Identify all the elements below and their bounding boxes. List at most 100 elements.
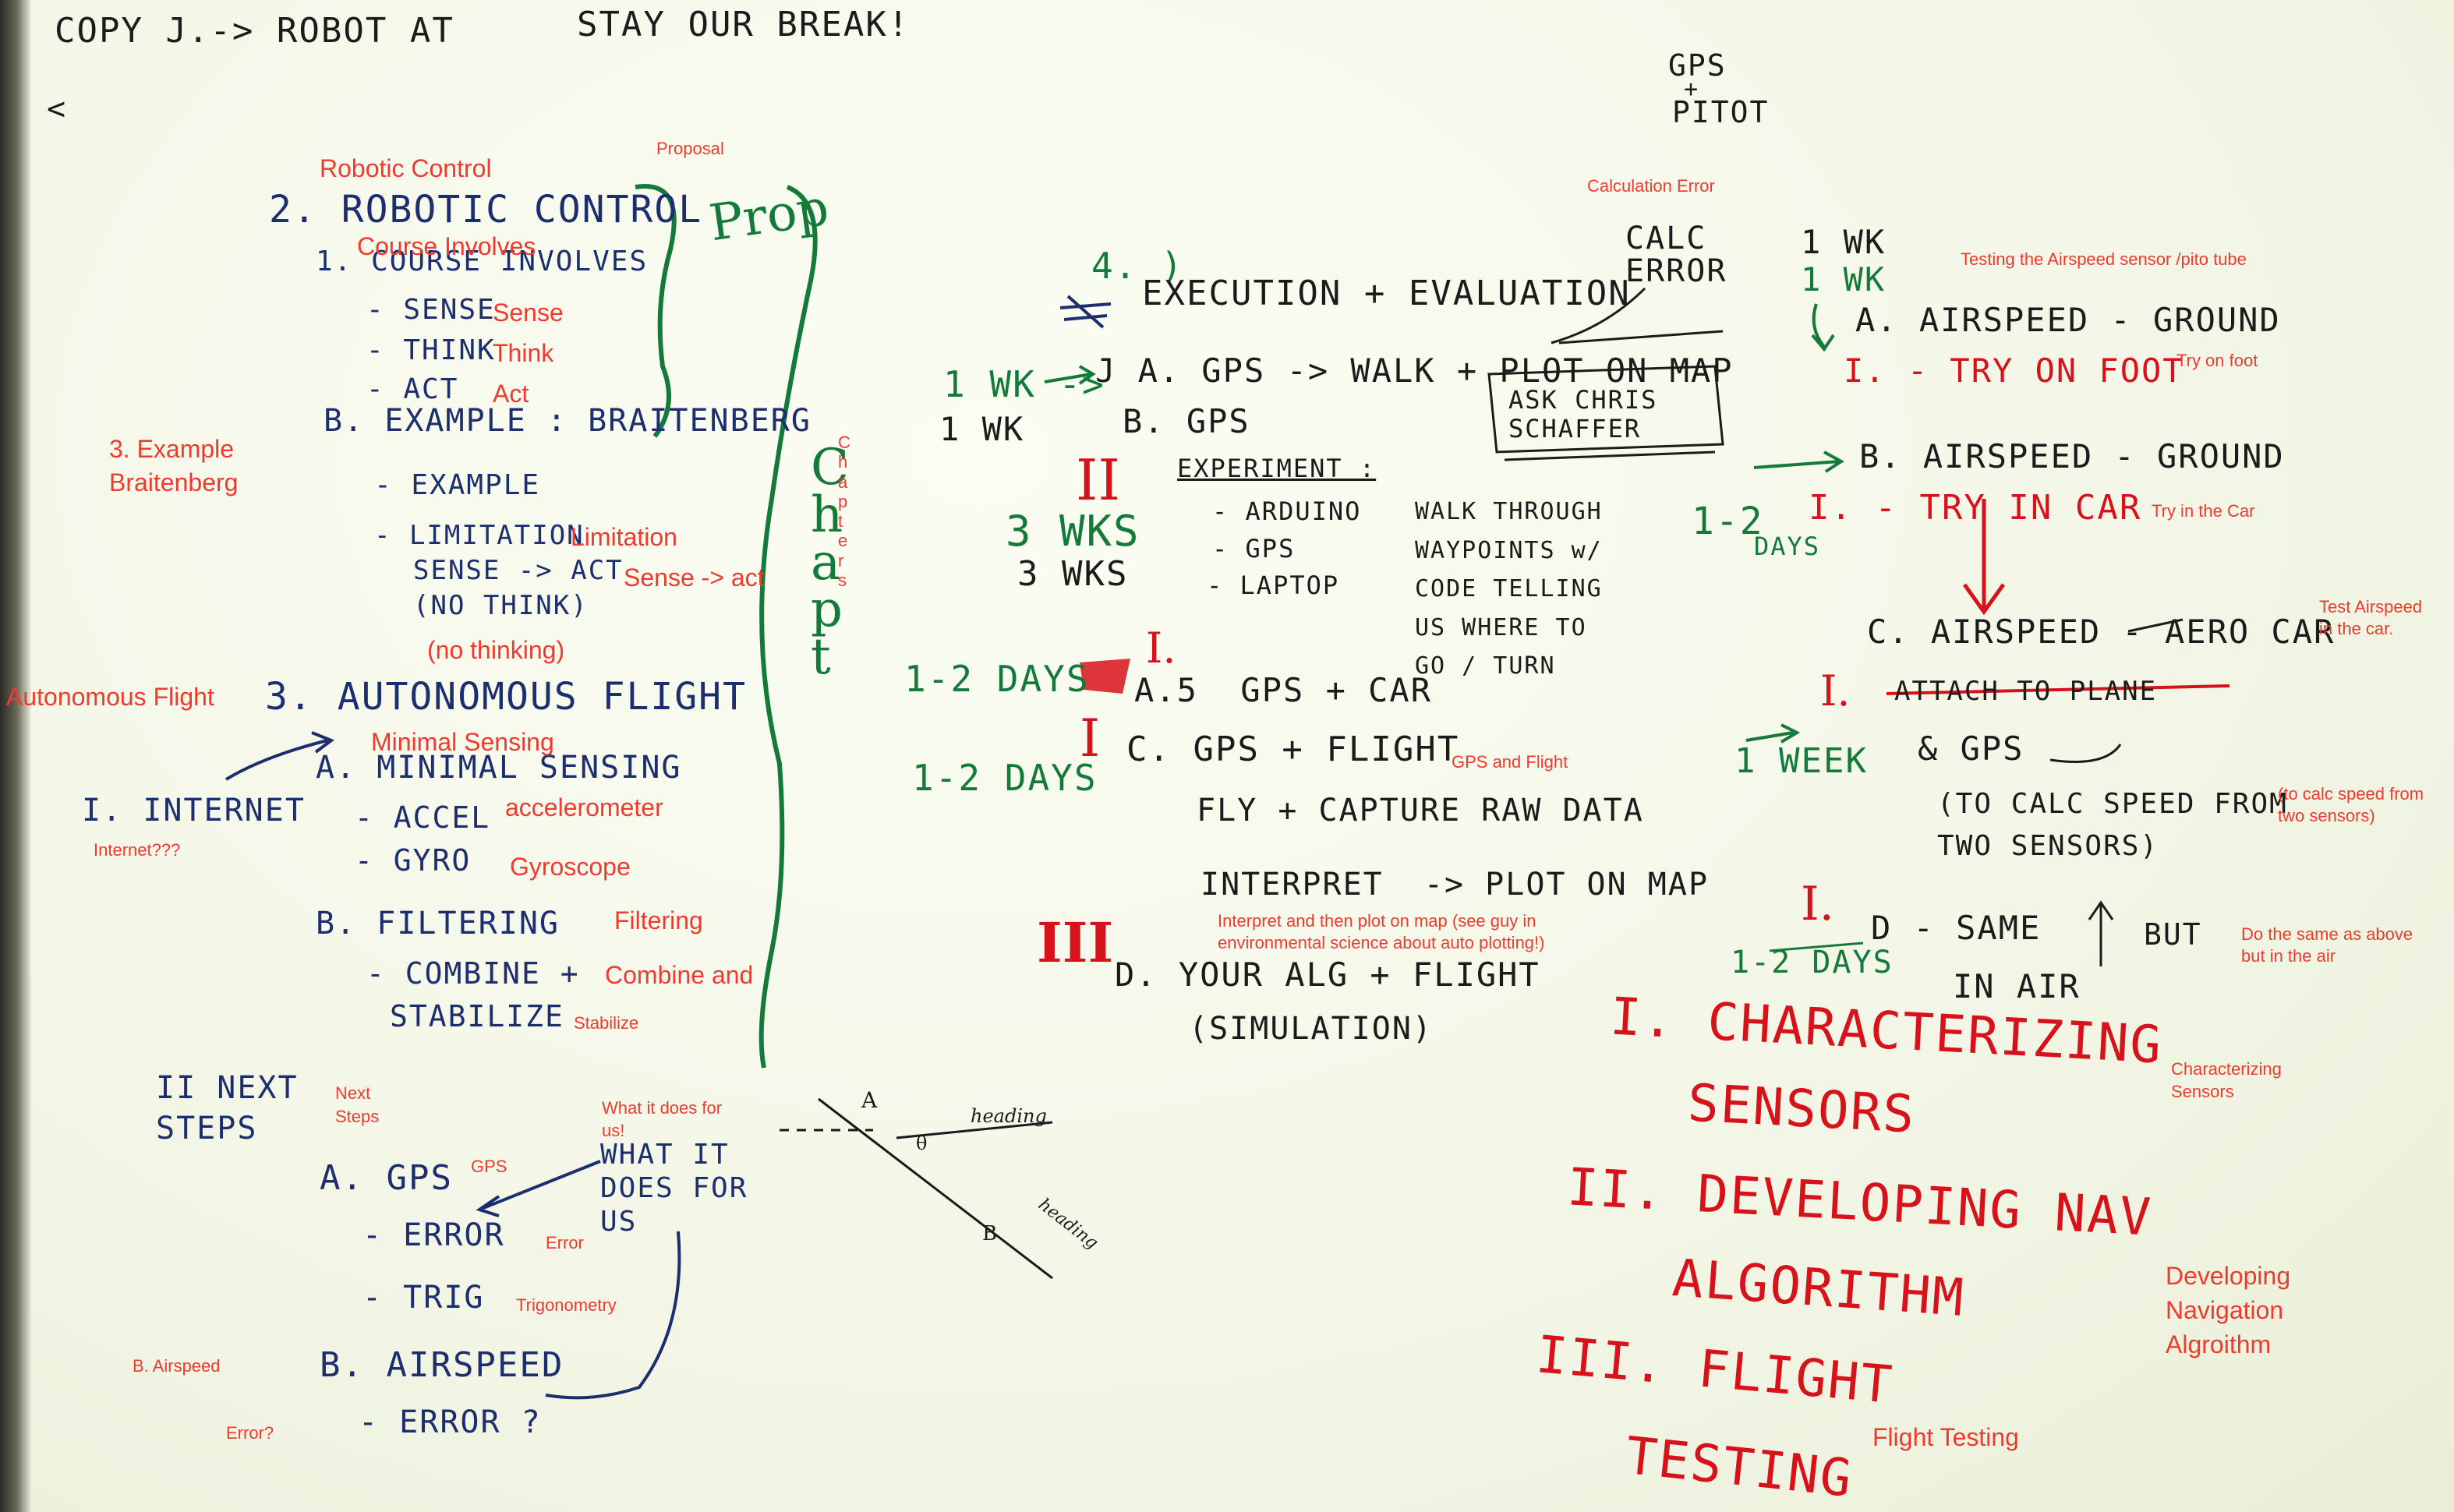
mid-1-2days-c: 1-2 DAYS [912,757,1098,799]
mid-3wks-black: 3 WKS [1017,554,1129,594]
right-gps: & GPS [1918,730,2024,768]
ann-stabilize: Stabilize [574,1013,639,1033]
mid-c-gps: C. GPS + FLIGHT [1126,730,1460,769]
outline-example: - EXAMPLE [374,469,541,501]
mid-calc-error: CALC ERROR [1625,221,1727,289]
outline-sense: - SENSE [366,294,496,326]
ann-robotic-control: Robotic Control [320,154,492,182]
whiteboard-frame-edge [0,0,31,1512]
ann-calc-speed: (to calc speed from two sensors) [2278,784,2424,825]
ann-no-thinking: (no thinking) [427,636,565,664]
ann-sense: Sense [493,299,564,327]
outline-combine: - COMBINE + [366,956,580,991]
ann-error-q: Error? [226,1423,274,1443]
ann-what-it-does: What it does for us! [602,1098,723,1140]
outline-a-gps: A. GPS [320,1158,453,1198]
outline-b-airspeed: B. AIRSPEED [320,1345,564,1385]
mid-laptop: - LAPTOP [1207,571,1340,600]
right-a-airspeed: A. AIRSPEED - GROUND [1855,301,2281,339]
ann-limitation: Limitation [571,523,677,551]
mid-ask-chris: ASK CHRIS SCHAFFER [1508,385,1658,443]
outline-stabilize: STABILIZE [390,999,564,1033]
ann-proposal: Proposal [656,139,724,158]
right-in-air: IN AIR [1953,967,2081,1005]
outline-item-2: 2. ROBOTIC CONTROL [269,188,703,231]
arrow-calc-error [1551,287,1646,344]
ann-try-on-foot: Try on foot [2176,351,2258,370]
mid-roman-1-a5: I. [1146,624,1176,673]
mid-b-gps: B. GPS [1123,402,1250,440]
arrow-to-b-airspeed [1753,450,1844,473]
mid-roman-3: III [1037,910,1114,975]
big-sensors: SENSORS [1686,1072,1917,1145]
red-scribble-a5 [1080,659,1130,694]
outline-item-3: 3. AUTONOMOUS FLIGHT [265,675,747,719]
ann-gyroscope: Gyroscope [510,853,631,881]
mid-four: 4. ) [1091,245,1184,287]
ann-example-braitenberg: 3. Example Braitenberg [109,435,239,497]
heading-theta: θ [916,1132,928,1154]
note-stay: STAY OUR BREAK! [577,5,911,44]
mid-roman-1-c: I [1080,708,1101,768]
ann-gps-and-flight: GPS and Flight [1452,752,1568,772]
ann-testing-airspeed: Testing the Airspeed sensor /pito tube [1961,249,2247,269]
arrow-up-same [2088,900,2114,966]
ann-same-in-air: Do the same as above but in the air [2241,924,2413,966]
curve-what-it-to-airspeed [545,1231,681,1400]
ann-flight-testing: Flight Testing [1872,1423,2019,1451]
heading-line-1 [818,1097,1053,1280]
heading-b: B [982,1222,998,1245]
arrow-1wk-a [1044,365,1096,385]
heading-label-1: heading [971,1105,1047,1127]
outline-what-it: WHAT IT DOES FOR US [600,1139,748,1238]
pitot-label: PITOT [1672,95,1770,129]
mid-3wks-green: 3 WKS [1006,507,1140,556]
ann-chapters: Chapters [838,433,850,591]
strike-on-map [1558,330,1724,344]
ann-course-involves: Course Involves [357,232,536,260]
heading-line-2 [896,1121,1053,1139]
strike-attach [1886,684,2230,695]
right-1-2-days-d: 1-2 DAYS [1731,945,1894,980]
mid-1wk-a: 1 WK -> [943,363,1105,405]
right-days: DAYS [1754,532,1821,561]
heading-a: A [861,1087,878,1113]
right-i-car: I. - TRY IN CAR [1809,488,2142,528]
ann-think: Think [493,339,554,367]
arrow-gps-curve [2049,744,2122,763]
outline-gyro: - GYRO [355,843,472,878]
right-b-airspeed: B. AIRSPEED - GROUND [1859,437,2285,475]
right-calc-speed: (TO CALC SPEED FROM TWO SENSORS) [1937,788,2288,862]
outline-course: 1. COURSE INVOLVES [316,246,649,277]
arrow-days-d [1769,941,1864,952]
outline-error-2: - ERROR ? [359,1404,542,1440]
ann-calculation-error: Calculation Error [1587,176,1715,196]
outline-error: - ERROR [362,1217,505,1253]
ann-test-airspeed-car: Test Airspeed in the car. [2319,597,2423,638]
right-i-d: I. [1801,877,1834,931]
line-ask-chris [1504,450,1716,461]
outline-trig: - TRIG [362,1280,485,1316]
outline-i-internet: I. INTERNET [82,793,306,828]
mid-roman-2: II [1076,447,1120,513]
right-i-foot: I. - TRY ON FOOT [1844,352,2184,390]
ann-sense-act: Sense -> act [624,563,765,592]
ann-error: Error [546,1233,584,1252]
scribble-exec [1059,295,1112,329]
strike-aero [2127,618,2183,633]
ann-minimal-sensing: Minimal Sensing [371,728,554,756]
right-c-airspeed: C. AIRSPEED - AERO CAR [1867,613,2336,651]
ann-autonomous-flight: Autonomous Flight [6,683,214,711]
mid-d-alg: D. YOUR ALG + FLIGHT [1115,956,1540,994]
mid-1wk-b: 1 WK [939,410,1025,448]
right-attach: ATTACH TO PLANE [1894,676,2158,707]
outline-next-steps: II NEXT STEPS [156,1070,299,1146]
ann-interpret: Interpret and then plot on map (see guy … [1218,911,1545,952]
mid-1-2days-a: 1-2 DAYS [904,658,1090,700]
ann-b-airspeed: B. Airspeed [133,1356,221,1376]
outline-no-think: (NO THINK) [413,590,589,621]
outline-sense-act: SENSE -> ACT [413,555,624,586]
note-arrow: < [47,91,68,127]
